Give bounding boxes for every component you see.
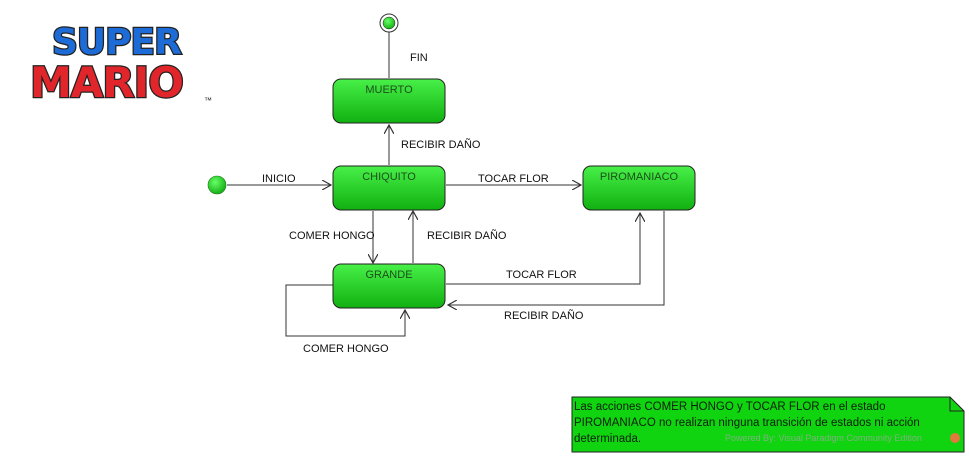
state-piromaniaco-label: PIROMANIACO	[600, 171, 679, 183]
label-recibir-dano-chiquito-muerto: RECIBIR DAÑO	[401, 138, 481, 151]
state-muerto: MUERTO	[332, 78, 446, 124]
label-comer-hongo-chiquito: COMER HONGO	[289, 230, 375, 242]
logo-trademark: ™	[204, 96, 212, 105]
label-recibir-dano-piromaniaco: RECIBIR DAÑO	[504, 309, 584, 322]
label-tocar-flor-grande: TOCAR FLOR	[506, 269, 577, 281]
transitions	[227, 18, 665, 337]
logo-line1: SUPER	[52, 22, 181, 63]
label-recibir-dano-grande: RECIBIR DAÑO	[427, 229, 507, 242]
note-text: Las acciones COMER HONGO y TOCAR FLOR en…	[574, 401, 920, 445]
final-state	[379, 13, 399, 33]
super-mario-logo: SUPER MARIO ™	[29, 21, 212, 109]
state-grande: GRANDE	[332, 263, 446, 309]
edge-grande-self	[285, 284, 405, 337]
label-tocar-flor-chiquito: TOCAR FLOR	[478, 173, 549, 185]
edge-piromaniaco-grande	[448, 211, 665, 305]
state-chiquito: CHIQUITO	[332, 165, 446, 211]
state-piromaniaco: PIROMANIACO	[582, 165, 696, 211]
label-inicio: INICIO	[262, 173, 296, 185]
state-chiquito-label: CHIQUITO	[362, 171, 416, 183]
note	[571, 396, 965, 453]
logo-line2: MARIO	[30, 58, 183, 107]
powered-by-watermark: Powered By: Visual Paradigm Community Ed…	[725, 433, 922, 443]
state-muerto-label: MUERTO	[365, 84, 413, 96]
edge-grande-piromaniaco	[446, 213, 640, 285]
initial-state	[207, 175, 227, 195]
label-fin: FIN	[410, 52, 428, 64]
label-comer-hongo-self: COMER HONGO	[303, 343, 389, 355]
visual-paradigm-icon	[950, 433, 960, 443]
state-grande-label: GRANDE	[365, 269, 412, 281]
